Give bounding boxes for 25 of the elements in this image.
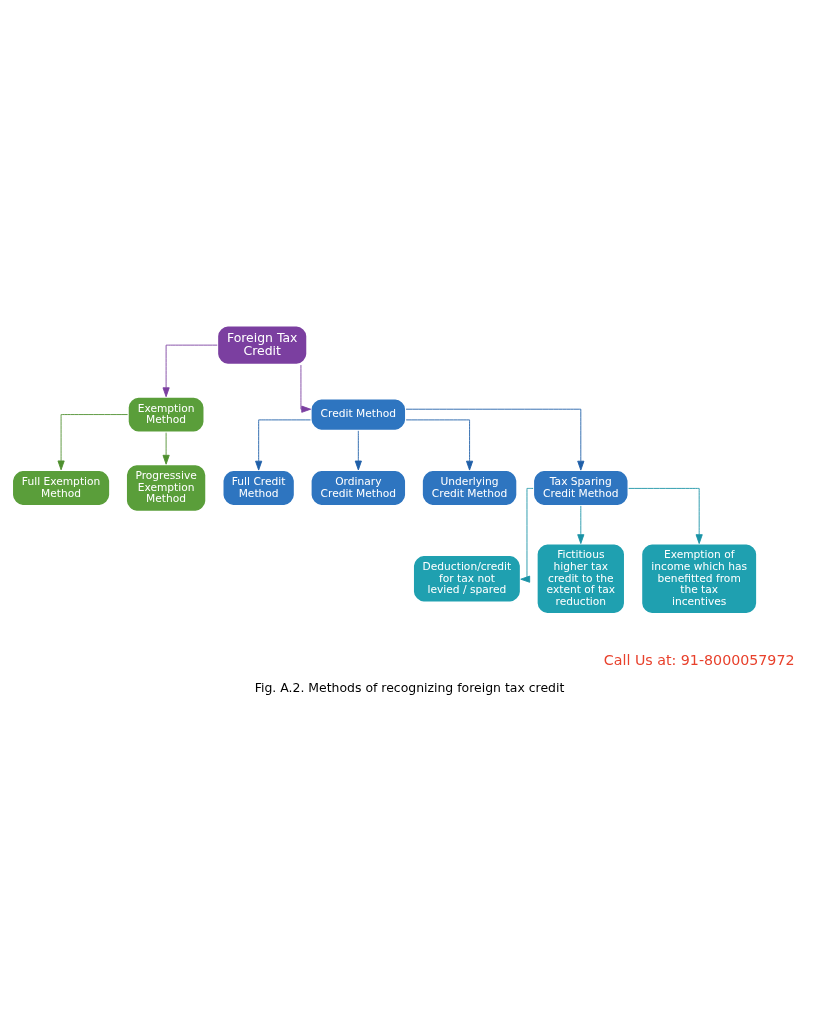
arrow	[162, 432, 170, 465]
arrow	[300, 364, 312, 413]
arrow	[405, 408, 585, 471]
arrow	[520, 487, 534, 583]
node-box: Full Exemption Method	[11, 469, 111, 507]
arrow	[405, 419, 474, 471]
node-box: Fictitious higher tax credit to the extent of tax reduction	[535, 542, 626, 615]
label: Call Us at: 91-8000057972	[603, 652, 795, 669]
node-box: Credit Method	[309, 397, 407, 432]
node-box: Deduction/credit for tax not levied / spared	[412, 554, 522, 604]
arrow	[255, 419, 311, 471]
node-box: Ordinary Credit Method	[309, 469, 407, 507]
arrow	[354, 430, 362, 471]
arrow	[57, 414, 129, 471]
arrow	[162, 344, 218, 398]
node-box: Tax Sparing Credit Method	[532, 469, 630, 507]
node-box: Exemption Method	[126, 395, 206, 434]
node-box: Underlying Credit Method	[421, 469, 519, 507]
node-box: Foreign Tax Credit	[216, 324, 309, 366]
node-box: Exemption of income which has benefitted from the tax incentives	[640, 542, 758, 615]
caption: Fig. A.2. Methods of recognizing foreign tax credit	[254, 679, 565, 695]
arrow	[577, 505, 585, 544]
node-box: Progressive Exemption Method	[125, 463, 208, 513]
arrow	[628, 487, 703, 544]
node-box: Full Credit Method	[221, 469, 296, 507]
